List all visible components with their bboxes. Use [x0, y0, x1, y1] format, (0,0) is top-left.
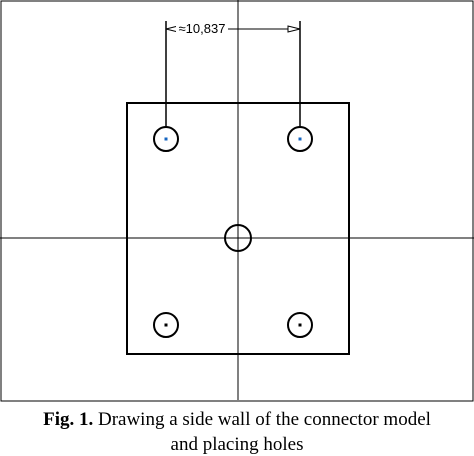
hole-marker [164, 323, 168, 327]
hole-top-right [287, 126, 313, 152]
center-hole [224, 224, 252, 252]
hole-top-left [153, 126, 179, 152]
hole-marker [298, 137, 302, 141]
hole-bottom-right [287, 312, 313, 338]
dimension-label: ≈10,837 [179, 21, 226, 36]
hole-bottom-left [153, 312, 179, 338]
drawing-sheet-border [0, 0, 474, 402]
hole-marker [164, 137, 168, 141]
figure-caption-label: Fig. 1. [43, 409, 94, 430]
hole-marker [298, 323, 302, 327]
figure-caption-line2: and placing holes [170, 434, 304, 455]
dimension-label-bg [176, 20, 228, 36]
arrowhead-right-icon [287, 25, 301, 33]
side-wall-outline [126, 102, 350, 355]
figure-caption: Fig. 1. Drawing a side wall of the conne… [0, 409, 474, 431]
dimension-annotation: ≈10,837 [165, 20, 301, 128]
figure-caption-text: Drawing a side wall of the connector mod… [93, 409, 431, 430]
